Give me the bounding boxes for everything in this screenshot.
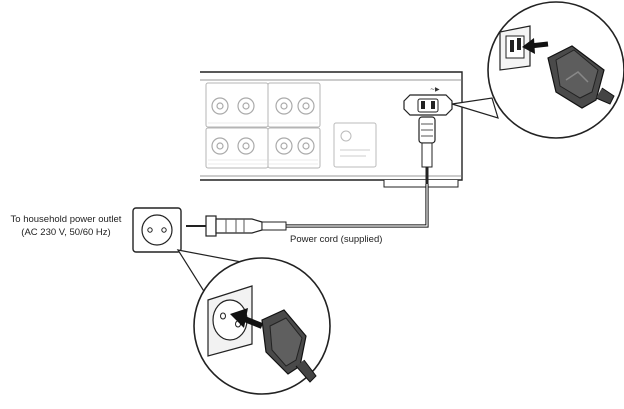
rca-jacks <box>211 97 315 155</box>
insert-arrow-icon <box>522 38 549 54</box>
power-cord-label: Power cord (supplied) <box>290 234 383 245</box>
hatch-pattern <box>208 122 318 165</box>
ac-inlet-icon: ~▶ <box>403 86 453 116</box>
inlet-detail-callout <box>451 1 624 139</box>
svg-text:~▶: ~▶ <box>430 86 440 93</box>
schuko-outlet-icon <box>132 207 182 253</box>
outlet-label-line1: To household power outlet <box>10 214 122 225</box>
outlet-label-line2: (AC 230 V, 50/60 Hz) <box>21 227 111 238</box>
mains-plug <box>186 215 287 237</box>
rating-label <box>333 122 377 168</box>
insert-arrow-icon <box>230 308 264 329</box>
device-rear-panel: ~▶ <box>200 71 463 188</box>
power-cord <box>286 184 429 228</box>
input-jack-block <box>205 82 321 169</box>
outlet-detail-callout <box>176 249 331 395</box>
iec-connector <box>418 116 436 184</box>
outlet-label: To household power outlet (AC 230 V, 50/… <box>2 213 130 239</box>
